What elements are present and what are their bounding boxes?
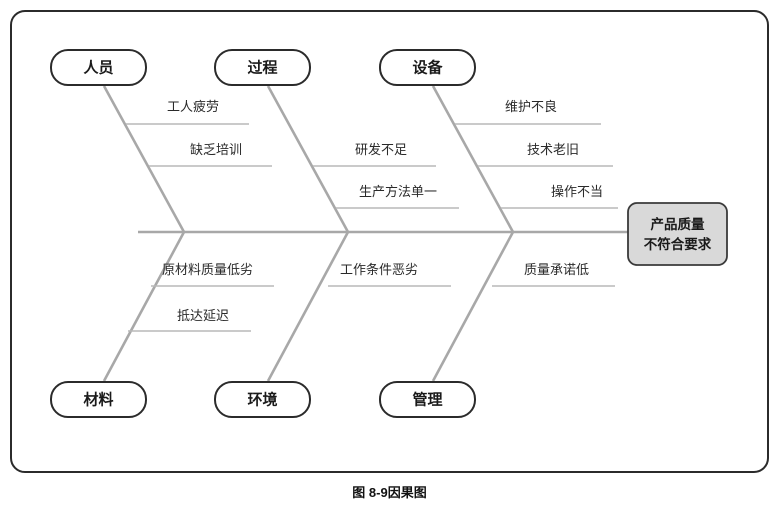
category-box-process[interactable]: 过程 [214, 49, 311, 86]
bone-material [102, 231, 186, 382]
bone-process [266, 85, 350, 233]
effect-box[interactable]: 产品质量 不符合要求 [627, 202, 728, 266]
figure-caption: 图 8-9因果图 [352, 485, 426, 500]
cause-label-material-1: 原材料质量低劣 [162, 262, 253, 277]
cause-label-process-1: 研发不足 [355, 142, 407, 157]
cause-label-people-1: 工人疲劳 [167, 99, 219, 114]
bone-equipment [431, 85, 515, 233]
category-label-people: 人员 [83, 59, 113, 76]
effect-label-line1: 产品质量 [651, 216, 705, 232]
cause-label-management-1: 质量承诺低 [524, 262, 589, 277]
category-box-material-shape [50, 381, 147, 418]
category-box-environment-shape [214, 381, 311, 418]
category-box-management[interactable]: 管理 [379, 381, 476, 418]
category-box-people-shape [50, 49, 147, 86]
bone-management [431, 231, 515, 382]
effect-label-line2: 不符合要求 [644, 236, 712, 252]
cause-label-people-2: 缺乏培训 [190, 142, 242, 157]
bone-people [102, 85, 186, 233]
cause-label-process-2: 生产方法单一 [359, 184, 437, 199]
cause-label-equipment-3: 操作不当 [551, 184, 603, 199]
category-box-people[interactable]: 人员 [50, 49, 147, 86]
category-box-equipment-shape [379, 49, 476, 86]
category-label-management: 管理 [412, 390, 442, 408]
category-box-material[interactable]: 材料 [50, 381, 147, 418]
category-box-equipment[interactable]: 设备 [379, 49, 476, 86]
category-label-material: 材料 [83, 390, 113, 408]
category-box-management-shape [379, 381, 476, 418]
cause-label-environment-1: 工作条件恶劣 [340, 262, 418, 277]
cause-label-material-2: 抵达延迟 [177, 308, 229, 323]
category-label-equipment: 设备 [412, 58, 443, 76]
figure-frame [10, 10, 769, 473]
cause-label-equipment-1: 维护不良 [505, 99, 557, 114]
effect-box-shape [627, 202, 728, 266]
category-box-environment[interactable]: 环境 [214, 381, 311, 418]
category-box-process-shape [214, 49, 311, 86]
bone-environment [266, 231, 350, 382]
category-label-process: 过程 [247, 58, 277, 76]
category-label-environment: 环境 [247, 390, 277, 408]
cause-label-equipment-2: 技术老旧 [527, 142, 579, 157]
